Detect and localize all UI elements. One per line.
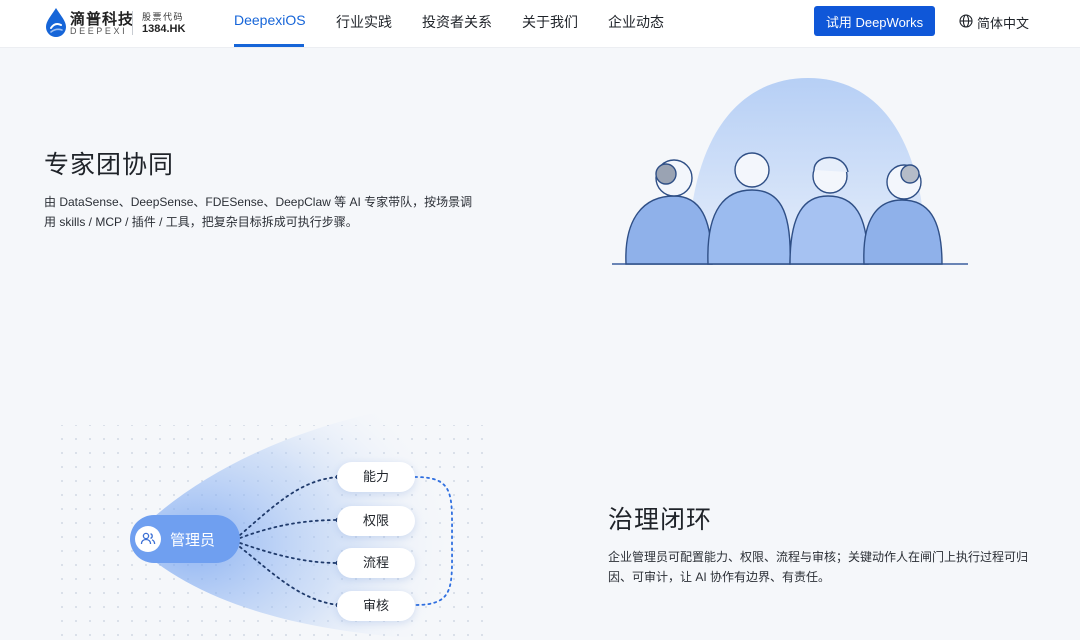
logo-name-en: DEEPEXI xyxy=(70,26,128,36)
admin-label: 管理员 xyxy=(170,532,216,549)
nav-item-company-news[interactable]: 企业动态 xyxy=(608,14,664,30)
nav-item-industry-practice[interactable]: 行业实践 xyxy=(336,14,392,30)
nav-active-indicator xyxy=(234,44,304,47)
node-review[interactable]: 审核 xyxy=(337,591,415,621)
expert-collab-title: 专家团协同 xyxy=(44,151,175,179)
governance-title: 治理闭环 xyxy=(608,506,713,534)
admin-icon-badge xyxy=(135,526,161,552)
droplet-logo-icon xyxy=(46,8,66,37)
expert-collab-description: 由 DataSense、DeepSense、FDESense、DeepClaw … xyxy=(44,195,473,229)
language-label: 简体中文 xyxy=(977,16,1030,31)
nav-item-about-us[interactable]: 关于我们 xyxy=(522,14,578,30)
users-icon xyxy=(140,532,156,545)
node-permission[interactable]: 权限 xyxy=(337,506,415,536)
admin-node[interactable]: 管理员 xyxy=(130,515,240,563)
try-deepworks-button[interactable]: 试用 DeepWorks xyxy=(814,6,935,36)
governance-diagram xyxy=(60,400,490,640)
nav-item-deepexios[interactable]: DeepexiOS xyxy=(234,12,306,28)
logo-divider xyxy=(132,11,133,35)
stock-code-value: 1384.HK xyxy=(142,23,186,35)
stock-code-label: 股票代码 xyxy=(142,12,185,22)
globe-icon xyxy=(959,14,973,28)
logo-name-cn: 滴普科技 xyxy=(70,11,135,28)
node-capability[interactable]: 能力 xyxy=(337,462,415,492)
company-logo[interactable]: 滴普科技 DEEPEXI 股票代码 1384.HK xyxy=(44,7,194,39)
node-process[interactable]: 流程 xyxy=(337,548,415,578)
top-header: 滴普科技 DEEPEXI 股票代码 1384.HK DeepexiOS 行业实践… xyxy=(0,0,1080,48)
governance-description: 企业管理员可配置能力、权限、流程与审核；关键动作人在闸门上执行过程可归因、可审计… xyxy=(608,550,1029,584)
nav-item-investor-relations[interactable]: 投资者关系 xyxy=(422,14,492,30)
team-collaboration-illustration xyxy=(612,78,968,265)
